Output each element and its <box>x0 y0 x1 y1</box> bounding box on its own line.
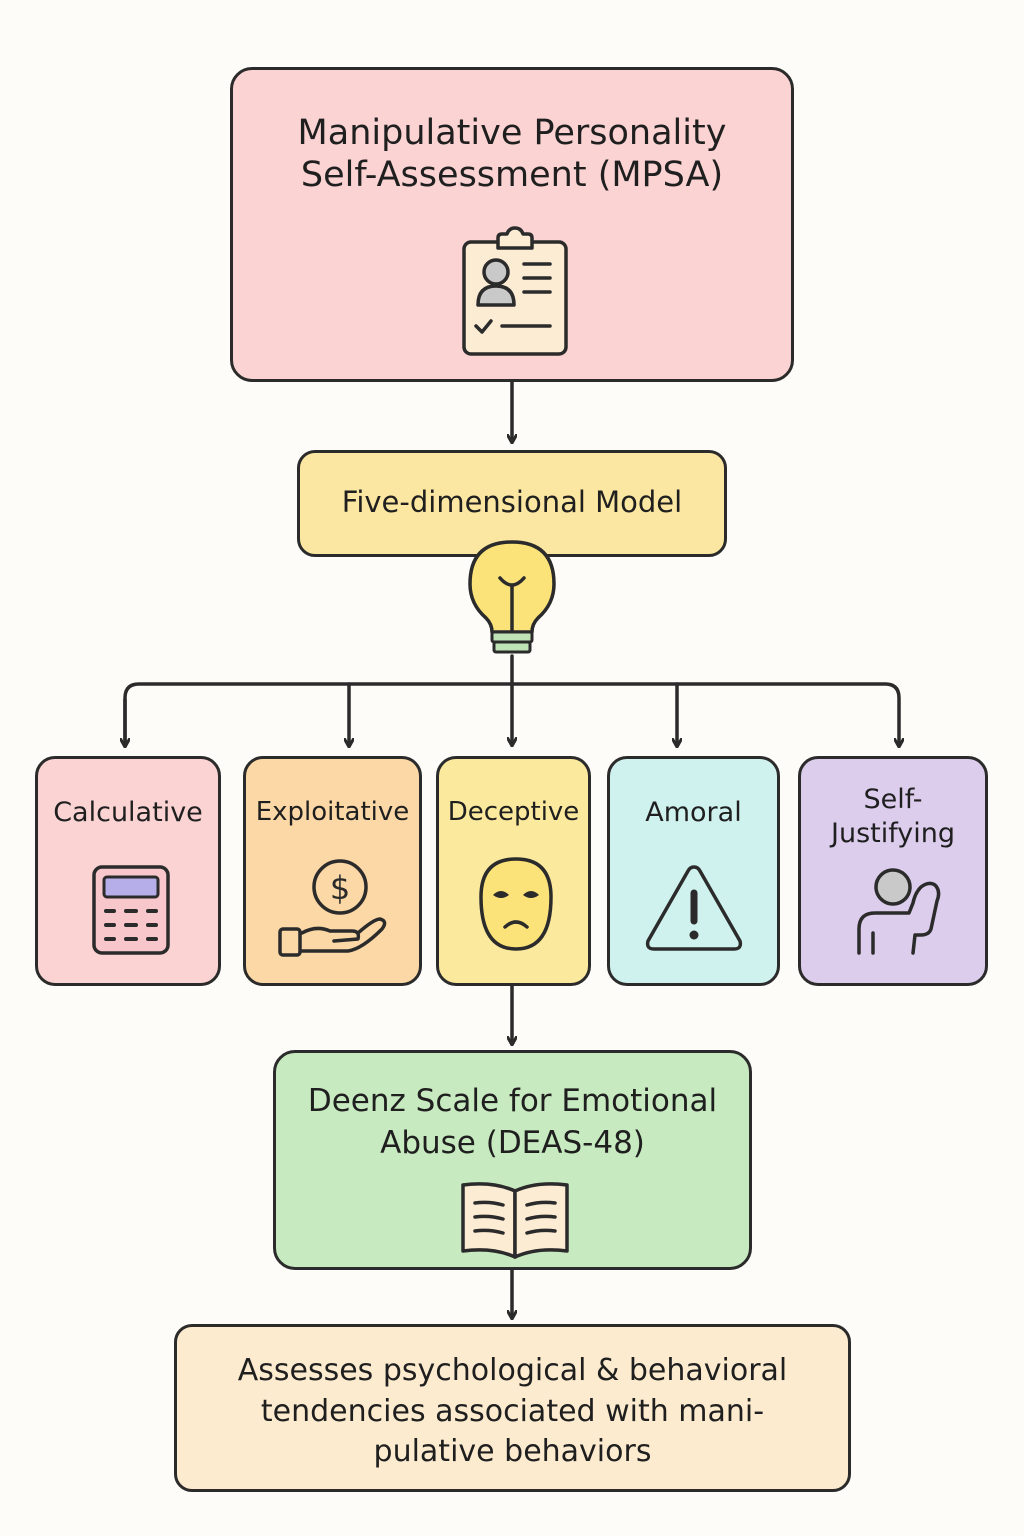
dimension-exploitative-label: Exploitative <box>255 797 410 827</box>
dimension-deceptive-label: Deceptive <box>447 797 580 827</box>
outcome-line3: pulative behaviors <box>373 1434 652 1469</box>
lightbulb-icon <box>468 540 556 654</box>
model-box: Five-dimensional Model <box>297 450 727 557</box>
dimension-calculative: Calculative <box>35 756 221 986</box>
mask-icon <box>479 857 553 951</box>
dimension-self-justifying-label-line2: Justifying <box>831 817 955 849</box>
warning-icon <box>645 865 743 951</box>
mpsa-box: Manipulative Personality Self-Assessment… <box>230 67 794 382</box>
mpsa-title: Manipulative Personality Self-Assessment… <box>233 112 791 196</box>
deas-title-line2: Abuse (DEAS-48) <box>380 1124 645 1161</box>
deas-box: Deenz Scale for Emotional Abuse (DEAS-48… <box>273 1050 752 1270</box>
branch-line <box>123 682 899 746</box>
outcome-box: Assesses psychological & behavioral tend… <box>174 1324 851 1492</box>
dimension-deceptive: Deceptive <box>436 756 591 986</box>
open-book-icon <box>461 1182 569 1259</box>
svg-text:$: $ <box>330 869 350 907</box>
person-raising-hand-icon <box>857 868 941 955</box>
dimension-amoral-label: Amoral <box>645 797 742 828</box>
dimension-self-justifying-label: Self- Justifying <box>801 783 985 851</box>
model-label: Five-dimensional Model <box>341 485 683 519</box>
deas-title-line1: Deenz Scale for Emotional <box>307 1083 718 1119</box>
mpsa-title-line2: Self-Assessment (MPSA) <box>300 155 724 195</box>
deas-title: Deenz Scale for Emotional Abuse (DEAS-48… <box>276 1081 749 1165</box>
outcome-text: Assesses psychological & behavioral tend… <box>177 1351 848 1473</box>
dimension-self-justifying-label-line1: Self- <box>863 784 923 815</box>
dimension-self-justifying: Self- Justifying <box>798 756 988 986</box>
outcome-line2: tendencies associated with mani- <box>260 1393 765 1429</box>
mpsa-title-line1: Manipulative Personality <box>297 113 727 153</box>
dimension-exploitative: Exploitative $ <box>243 756 422 986</box>
calculator-icon <box>92 865 170 955</box>
dimension-amoral: Amoral <box>607 756 780 986</box>
dimension-calculative-label: Calculative <box>53 797 203 828</box>
hand-coin-icon: $ <box>278 859 387 957</box>
clipboard-profile-icon <box>462 226 568 356</box>
outcome-line1: Assesses psychological & behavioral <box>237 1353 788 1388</box>
